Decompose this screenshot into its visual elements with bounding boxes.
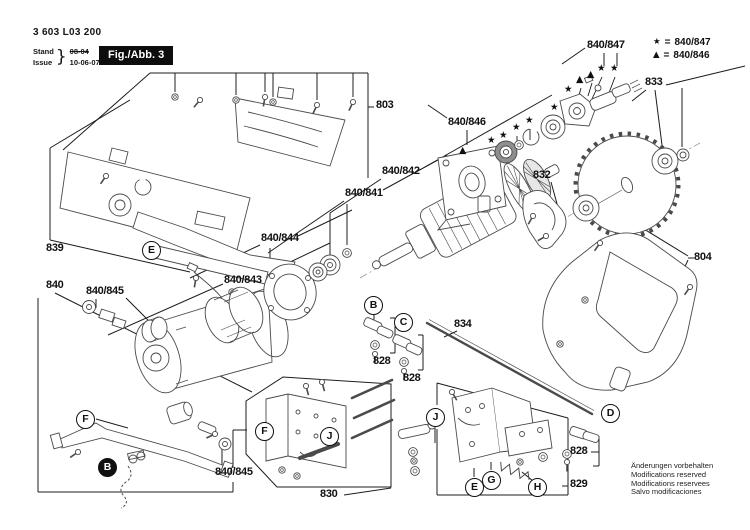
legend-equals: = bbox=[663, 50, 670, 61]
legend-equals: = bbox=[664, 37, 671, 48]
callout-letter-g-10: G bbox=[482, 471, 501, 490]
part-handle-column bbox=[397, 420, 437, 476]
legend-star-ref: 840/847 bbox=[674, 37, 711, 48]
new-issue-date: 10-06-07 bbox=[69, 58, 100, 67]
callout-letter-d-8: D bbox=[601, 404, 620, 423]
boundary-839-box bbox=[49, 99, 191, 273]
callout-letter-f-5: F bbox=[255, 422, 274, 441]
figure-badge: Fig./Abb. 3 bbox=[99, 46, 174, 65]
star-marker-icon: ★ bbox=[487, 135, 496, 146]
callout-letter-f-1: F bbox=[76, 410, 95, 429]
star-icon: ★ bbox=[653, 37, 661, 47]
star-marker-icon: ★ bbox=[597, 63, 606, 74]
boundary-803-box bbox=[62, 72, 374, 178]
part-bearing-flange bbox=[263, 262, 328, 321]
part-label-834: 834 bbox=[454, 318, 472, 330]
part-label-840-845-lower: 840/845 bbox=[215, 466, 253, 478]
notice-line-en: Modifications reserved bbox=[631, 469, 707, 479]
part-label-840-841: 840/841 bbox=[345, 187, 383, 199]
star-marker-icon: ★ bbox=[550, 102, 559, 113]
part-clamp-c bbox=[392, 334, 423, 382]
triangle-marker-icon: ▲ bbox=[459, 145, 467, 156]
part-label-828-b: 828 bbox=[373, 355, 391, 367]
part-clamp-b bbox=[363, 317, 394, 365]
legend-star-row: ★ = 840/847 bbox=[653, 37, 711, 48]
star-marker-icon: ★ bbox=[564, 84, 573, 95]
part-chain bbox=[120, 465, 132, 509]
leader-drivetrain-lanes bbox=[107, 47, 746, 336]
part-brush-set bbox=[82, 300, 168, 343]
legend-triangle-ref: 840/846 bbox=[673, 50, 710, 61]
part-label-840-845-upper: 840/845 bbox=[86, 285, 124, 297]
issue-label: Issue bbox=[33, 58, 53, 67]
callout-letter-b-2: B bbox=[98, 458, 117, 477]
notice-line-de: Änderungen vorbehalten bbox=[631, 461, 714, 470]
old-issue-date: 08-04 bbox=[69, 47, 89, 56]
part-label-829: 829 bbox=[570, 478, 588, 490]
part-label-828-c: 828 bbox=[403, 372, 421, 384]
callout-letter-j-7: J bbox=[426, 408, 445, 427]
part-label-840: 840 bbox=[46, 279, 64, 291]
modifications-notice: Änderungen vorbehalten Modifications res… bbox=[631, 461, 714, 497]
star-marker-icon: ★ bbox=[512, 122, 521, 133]
callout-letter-j-6: J bbox=[320, 427, 339, 446]
part-label-840-847: 840/847 bbox=[587, 39, 625, 51]
callout-letter-e-0: E bbox=[142, 241, 161, 260]
star-marker-icon: ★ bbox=[499, 130, 508, 141]
part-label-803: 803 bbox=[376, 99, 394, 111]
part-spindle bbox=[559, 75, 643, 127]
callout-letter-e-9: E bbox=[465, 478, 484, 497]
boundary-829-box bbox=[434, 382, 569, 496]
callout-letter-c-4: C bbox=[394, 313, 413, 332]
part-rods bbox=[298, 378, 396, 460]
part-stator-coil bbox=[186, 261, 264, 344]
part-834-rod bbox=[425, 319, 595, 416]
notice-line-es: Salvo modificaciones bbox=[631, 487, 702, 497]
triangle-icon: ▲ bbox=[653, 50, 660, 60]
part-saw-blade bbox=[573, 131, 681, 239]
part-829-bracket bbox=[447, 387, 553, 466]
part-839-clamp-arm bbox=[97, 171, 296, 279]
stand-label: Stand bbox=[33, 47, 54, 56]
part-label-840-842: 840/842 bbox=[382, 165, 420, 177]
part-label-804: 804 bbox=[694, 251, 712, 263]
part-number: 3 603 L03 200 bbox=[33, 27, 102, 38]
notice-line-fr: Modifications reservees bbox=[631, 478, 710, 488]
part-label-840-843: 840/843 bbox=[224, 274, 262, 286]
part-rubber-mount-set bbox=[166, 401, 232, 451]
symbol-legend: ★ = 840/847 ▲ = 840/846 bbox=[653, 37, 711, 61]
triangle-marker-icon: ▲ bbox=[587, 69, 595, 80]
part-drive-small-parts bbox=[494, 114, 566, 164]
part-label-830: 830 bbox=[320, 488, 338, 500]
part-lower-guard bbox=[542, 232, 698, 392]
part-label-832: 832 bbox=[533, 169, 551, 181]
callout-letter-b-3: B bbox=[364, 296, 383, 315]
issue-brace: } bbox=[55, 47, 67, 67]
part-label-840-844: 840/844 bbox=[261, 232, 299, 244]
part-label-839: 839 bbox=[46, 242, 64, 254]
legend-triangle-row: ▲ = 840/846 bbox=[653, 50, 711, 61]
triangle-marker-icon: ▲ bbox=[576, 74, 584, 85]
part-motor-mount bbox=[49, 422, 234, 478]
part-blade-flanges bbox=[572, 147, 690, 222]
star-marker-icon: ★ bbox=[610, 63, 619, 74]
part-spring bbox=[500, 461, 530, 480]
part-clamp-d bbox=[562, 426, 600, 473]
part-label-840-846: 840/846 bbox=[448, 116, 486, 128]
issue-block: Stand Issue } 08-04 10-06-07 bbox=[33, 47, 100, 67]
part-832-arm bbox=[522, 190, 567, 249]
part-gear-housing bbox=[436, 145, 507, 231]
callout-letter-h-11: H bbox=[528, 478, 547, 497]
part-label-833: 833 bbox=[645, 76, 663, 88]
part-label-828-d: 828 bbox=[570, 445, 588, 457]
star-marker-icon: ★ bbox=[525, 115, 534, 126]
